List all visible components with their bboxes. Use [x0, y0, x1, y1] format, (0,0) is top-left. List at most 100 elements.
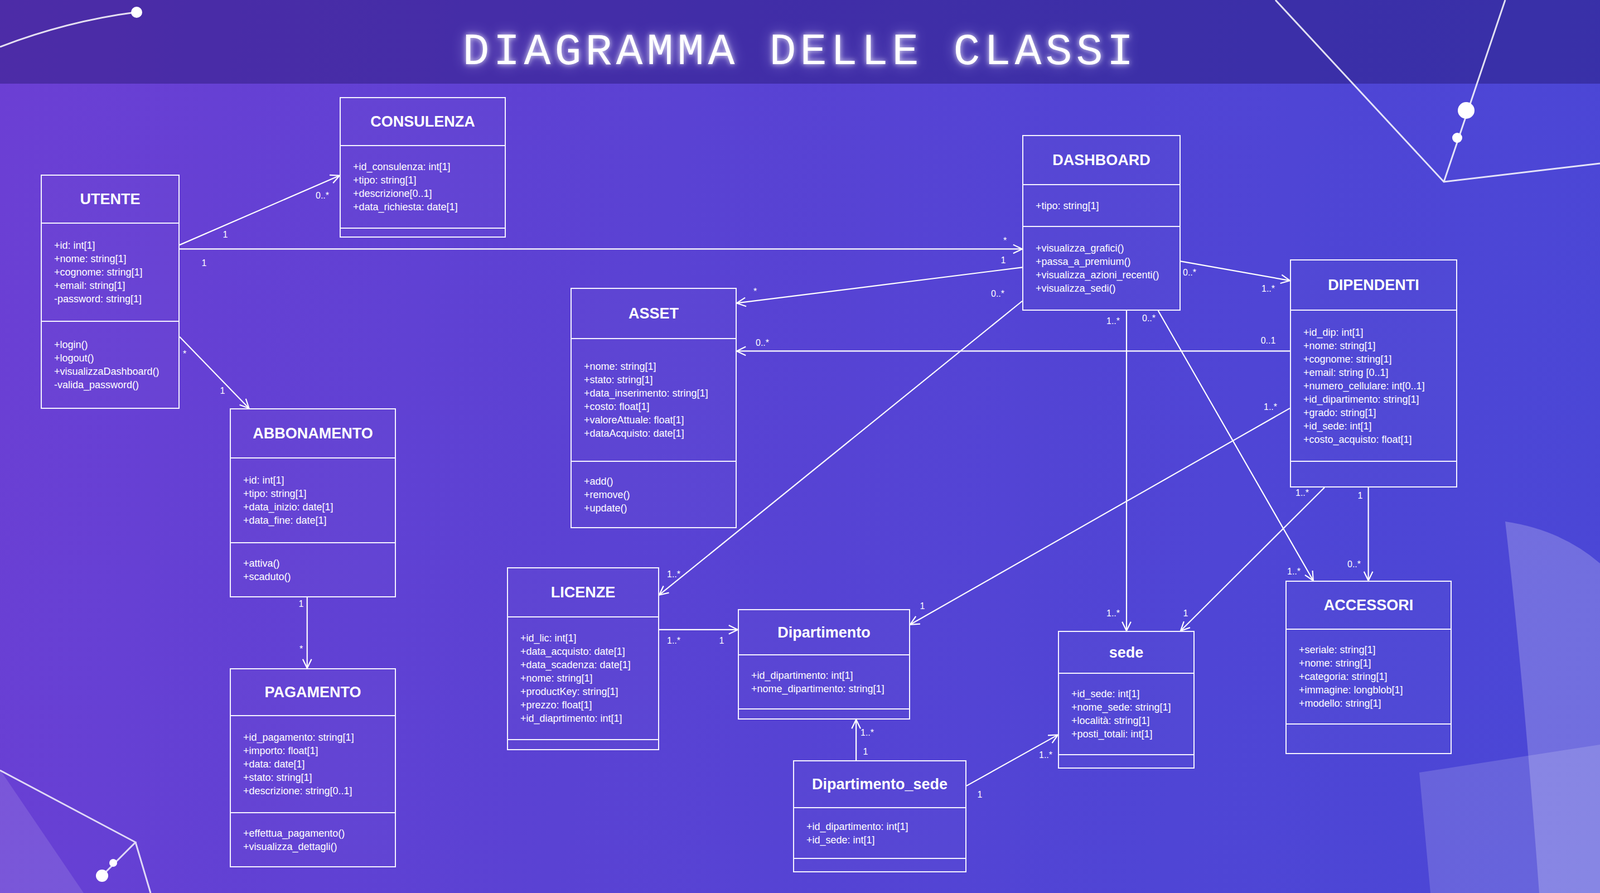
- arrowhead: [1047, 734, 1058, 743]
- method: +effettua_pagamento(): [243, 826, 345, 840]
- class-name: ACCESSORI: [1323, 595, 1414, 615]
- multiplicity: 1: [920, 601, 926, 612]
- association-line: [659, 629, 738, 631]
- attribute: +tipo: string[1]: [353, 173, 417, 187]
- attribute: +costo_acquisto: float[1]: [1303, 432, 1413, 447]
- multiplicity: 1..*: [860, 727, 874, 738]
- attribute: +data_richiesta: date[1]: [353, 200, 458, 214]
- attribute: +nome: string[1]: [520, 671, 593, 685]
- attribute: +immagine: longblob[1]: [1298, 683, 1404, 697]
- method: +visualizza_azioni_recenti(): [1035, 268, 1160, 282]
- method: +logout(): [54, 351, 95, 365]
- attribute: +id_sede: int[1]: [1071, 687, 1140, 701]
- association-arrow: [1364, 487, 1374, 581]
- glow-dot: [1457, 102, 1475, 119]
- arrowhead: [1013, 244, 1023, 254]
- method-compartment: [1286, 723, 1451, 753]
- method: -valida_password(): [54, 378, 139, 392]
- multiplicity: 1: [1357, 490, 1363, 501]
- arrowhead: [1364, 571, 1374, 581]
- class-name: Dipartimento: [777, 622, 871, 642]
- attribute: +tipo: string[1]: [243, 486, 307, 501]
- multiplicity: 0..*: [991, 288, 1005, 299]
- diagram-title: DIAGRAMMA DELLE CLASSI: [0, 24, 1600, 81]
- attribute: +id_lic: int[1]: [520, 631, 577, 645]
- class-box: sede+id_sede: int[1]+nome_sede: string[1…: [1057, 630, 1195, 769]
- attribute: +id_pagamento: string[1]: [243, 730, 355, 744]
- multiplicity: 1: [298, 598, 304, 609]
- method-compartment: +effettua_pagamento()+visualizza_dettagl…: [230, 811, 395, 867]
- attribute: +stato: string[1]: [243, 770, 313, 785]
- association-arrow: [179, 244, 1023, 254]
- glow-dot: [131, 6, 143, 18]
- multiplicity: 1..*: [1287, 566, 1301, 577]
- attribute: +cognome: string[1]: [54, 265, 143, 279]
- attribute-compartment: +id: int[1]+nome: string[1]+cognome: str…: [41, 222, 179, 321]
- class-name: DASHBOARD: [1052, 150, 1151, 170]
- association-arrow: [966, 734, 1058, 786]
- method: +visualizza_dettagli(): [243, 839, 338, 854]
- method: +attiva(): [243, 556, 280, 570]
- attribute: +nome: string[1]: [1298, 656, 1372, 670]
- attribute: +data_inizio: date[1]: [243, 500, 334, 514]
- attribute: +data_acquisto: date[1]: [520, 644, 626, 659]
- attribute: +descrizione[0..1]: [353, 186, 433, 201]
- attribute: +data: date[1]: [243, 757, 306, 771]
- constellation-line: [0, 12, 136, 47]
- class-box: ABBONAMENTO+id: int[1]+tipo: string[1]+d…: [229, 408, 396, 598]
- attribute: +data_scadenza: date[1]: [520, 658, 631, 672]
- attribute: +data_inserimento: string[1]: [583, 386, 709, 400]
- class-box: ASSET+nome: string[1]+stato: string[1]+d…: [570, 287, 737, 529]
- association-line: [736, 267, 1023, 303]
- multiplicity: 1: [1183, 608, 1189, 619]
- multiplicity: *: [182, 349, 187, 360]
- association-arrow: [851, 719, 861, 761]
- attribute-compartment: +id: int[1]+tipo: string[1]+data_inizio:…: [230, 457, 395, 543]
- association-line: [1180, 260, 1290, 281]
- arrowhead: [659, 585, 670, 595]
- association-arrow: [1180, 260, 1290, 284]
- arrowhead: [1280, 274, 1290, 284]
- attribute: +grado: string[1]: [1303, 405, 1377, 420]
- class-box: CONSULENZA +id_consulenza: int[1]+tipo: s…: [339, 97, 506, 238]
- class-name-compartment: DIPENDENTI: [1291, 260, 1457, 310]
- attribute: +id_consulenza: int[1]: [353, 160, 451, 174]
- multiplicity: 0..*: [1142, 313, 1156, 324]
- arrowhead: [1122, 621, 1131, 631]
- attribute: +valoreAttuale: float[1]: [583, 413, 685, 427]
- multiplicity: 1..*: [1038, 750, 1053, 761]
- method-compartment: +login()+logout()+visualizzaDashboard()-…: [41, 320, 179, 408]
- glow-dot: [109, 858, 118, 867]
- attribute-compartment: +id_lic: int[1]+data_acquisto: date[1]+d…: [508, 616, 659, 739]
- arrowhead: [910, 616, 921, 625]
- multiplicity: 1..*: [666, 569, 681, 580]
- method-compartment: +visualizza_grafici()+passa_a_premium()+…: [1023, 225, 1180, 310]
- class-name: UTENTE: [80, 189, 141, 209]
- attribute: +nome_dipartimento: string[1]: [751, 682, 885, 696]
- class-name: Dipartimento_sede: [811, 774, 948, 794]
- class-box: UTENTE +id: int[1]+nome: string[1]+cognom…: [40, 174, 180, 409]
- attribute: +id_sede: int[1]: [1303, 419, 1372, 433]
- multiplicity: 1: [220, 385, 226, 396]
- class-box: Dipartimento_sede+id_dipartimento: int[1…: [793, 760, 967, 873]
- class-name-compartment: CONSULENZA: [340, 98, 505, 145]
- attribute: +id: int[1]: [54, 238, 96, 253]
- association-arrow: [736, 267, 1023, 307]
- class-box: DASHBOARD+tipo: string[1]+visualizza_gra…: [1022, 134, 1181, 311]
- association-arrow: [659, 625, 738, 635]
- multiplicity: *: [753, 286, 757, 297]
- attribute-compartment: +seriale: string[1]+nome: string[1]+cate…: [1286, 628, 1451, 724]
- attribute-compartment: +id_consulenza: int[1]+tipo: string[1]+d…: [340, 144, 505, 228]
- class-name-compartment: Dipartimento: [738, 610, 910, 655]
- attribute: +email: string [0..1]: [1303, 365, 1389, 380]
- arrowhead: [728, 625, 738, 635]
- class-name: sede: [1109, 643, 1144, 662]
- class-name: DIPENDENTI: [1327, 275, 1420, 295]
- arrowhead: [1304, 570, 1314, 581]
- class-name: CONSULENZA: [370, 112, 476, 132]
- attribute: +descrizione: string[0..1]: [243, 784, 353, 798]
- method: +passa_a_premium(): [1035, 254, 1131, 269]
- association-line: [1368, 487, 1370, 581]
- association-arrow: [179, 336, 249, 409]
- multiplicity: 1: [201, 258, 207, 269]
